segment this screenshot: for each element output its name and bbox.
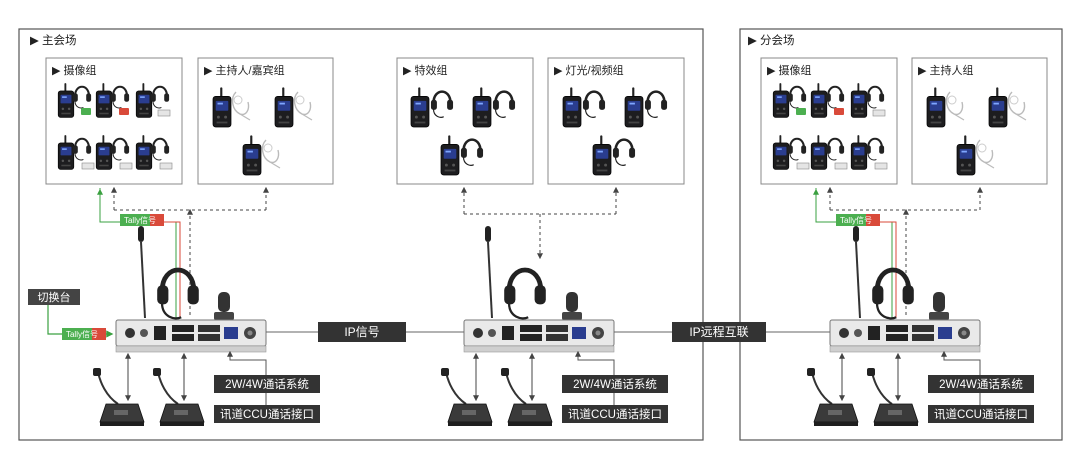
gooseneck-mic-icon (484, 225, 493, 319)
desk-microphone-icon (92, 367, 145, 427)
gooseneck-mic-icon (852, 225, 861, 319)
joystick-icon (214, 292, 234, 320)
tally-light-icon (81, 162, 95, 170)
ip-remote-box (672, 322, 766, 342)
rack-station-icon (115, 319, 267, 353)
tally-light-icon (81, 108, 91, 115)
group-host-branch-title: ▶ 主持人组 (918, 63, 974, 77)
ccu-box-3 (928, 405, 1034, 423)
tally-light-icon (157, 109, 171, 117)
tally-signal-badge-left (120, 214, 156, 226)
tally-light-icon (159, 162, 173, 170)
system-2w4w-label-3: 2W/4W通话系统 (939, 378, 1023, 391)
wireless-links (111, 186, 983, 316)
tally-paths-branch: Tally信号 (813, 188, 897, 318)
tally-light-icon (834, 108, 844, 115)
station-main-center (463, 225, 615, 353)
tally-input-label: Tally信号 (66, 329, 98, 339)
tally-light-icon (834, 162, 848, 170)
system-2w4w-box-3 (928, 375, 1034, 393)
camera-group-devices-branch (772, 82, 888, 170)
ip-remote-label: IP远程互联 (689, 324, 748, 339)
station-branch (829, 225, 981, 353)
joystick-icon (562, 292, 582, 320)
tally-light-icon (119, 162, 133, 170)
headset-icon (872, 270, 914, 318)
ip-signal-label: IP信号 (344, 325, 379, 339)
tally-light-icon (796, 162, 810, 170)
tally-light-icon (874, 162, 888, 170)
group-host-main-title: ▶ 主持人/嘉宾组 (204, 63, 285, 77)
headset-icon (157, 270, 199, 318)
tally-signal-label-right: Tally信号 (840, 215, 872, 225)
system-2w4w-label-2: 2W/4W通话系统 (573, 378, 657, 391)
branch-venue-title: ▶ 分会场 (748, 33, 795, 47)
desk-microphone-icon (866, 367, 919, 427)
desk-mic-links (125, 352, 901, 402)
desk-microphone-icon (806, 367, 859, 427)
group-host-main (197, 57, 334, 185)
main-venue-frame (18, 28, 704, 441)
switcher-label: 切换台 (38, 290, 71, 304)
desk-microphone-icon (440, 367, 493, 427)
ccu-label-3: 讯道CCU通话接口 (934, 407, 1028, 421)
group-lighting-title: ▶ 灯光/视频组 (554, 63, 624, 77)
tally-signal-badge-right (836, 214, 872, 226)
system-2w4w-label-1: 2W/4W通话系统 (225, 378, 309, 391)
tally-input-badge (62, 328, 98, 340)
ip-signal-box (318, 322, 406, 342)
tally-light-icon (796, 108, 806, 115)
tally-light-icon (872, 109, 886, 117)
ccu-box-2 (562, 405, 668, 423)
rack-station-icon (463, 319, 615, 353)
gooseneck-mic-icon (137, 225, 146, 319)
ccu-label-1: 讯道CCU通话接口 (220, 407, 314, 421)
main-venue-title: ▶ 主会场 (30, 33, 77, 47)
headset-icon (504, 270, 546, 318)
ccu-label-2: 讯道CCU通话接口 (568, 407, 662, 421)
desk-microphone-icon (152, 367, 205, 427)
branch-venue-frame (739, 28, 1063, 441)
group-camera-main-title: ▶ 摄像组 (52, 63, 97, 77)
group-camera-branch-title: ▶ 摄像组 (767, 63, 812, 77)
tally-light-icon (119, 108, 129, 115)
system-2w4w-box-1 (214, 375, 320, 393)
station-main-left (115, 225, 267, 353)
system-2w4w-box-2 (562, 375, 668, 393)
switcher-box (28, 289, 80, 305)
rack-station-icon (829, 319, 981, 353)
tally-signal-label-left: Tally信号 (124, 215, 156, 225)
camera-group-devices-main (57, 82, 173, 170)
ccu-box-1 (214, 405, 320, 423)
joystick-icon (929, 292, 949, 320)
desk-microphone-icon (500, 367, 553, 427)
group-effects-title: ▶ 特效组 (403, 63, 448, 77)
